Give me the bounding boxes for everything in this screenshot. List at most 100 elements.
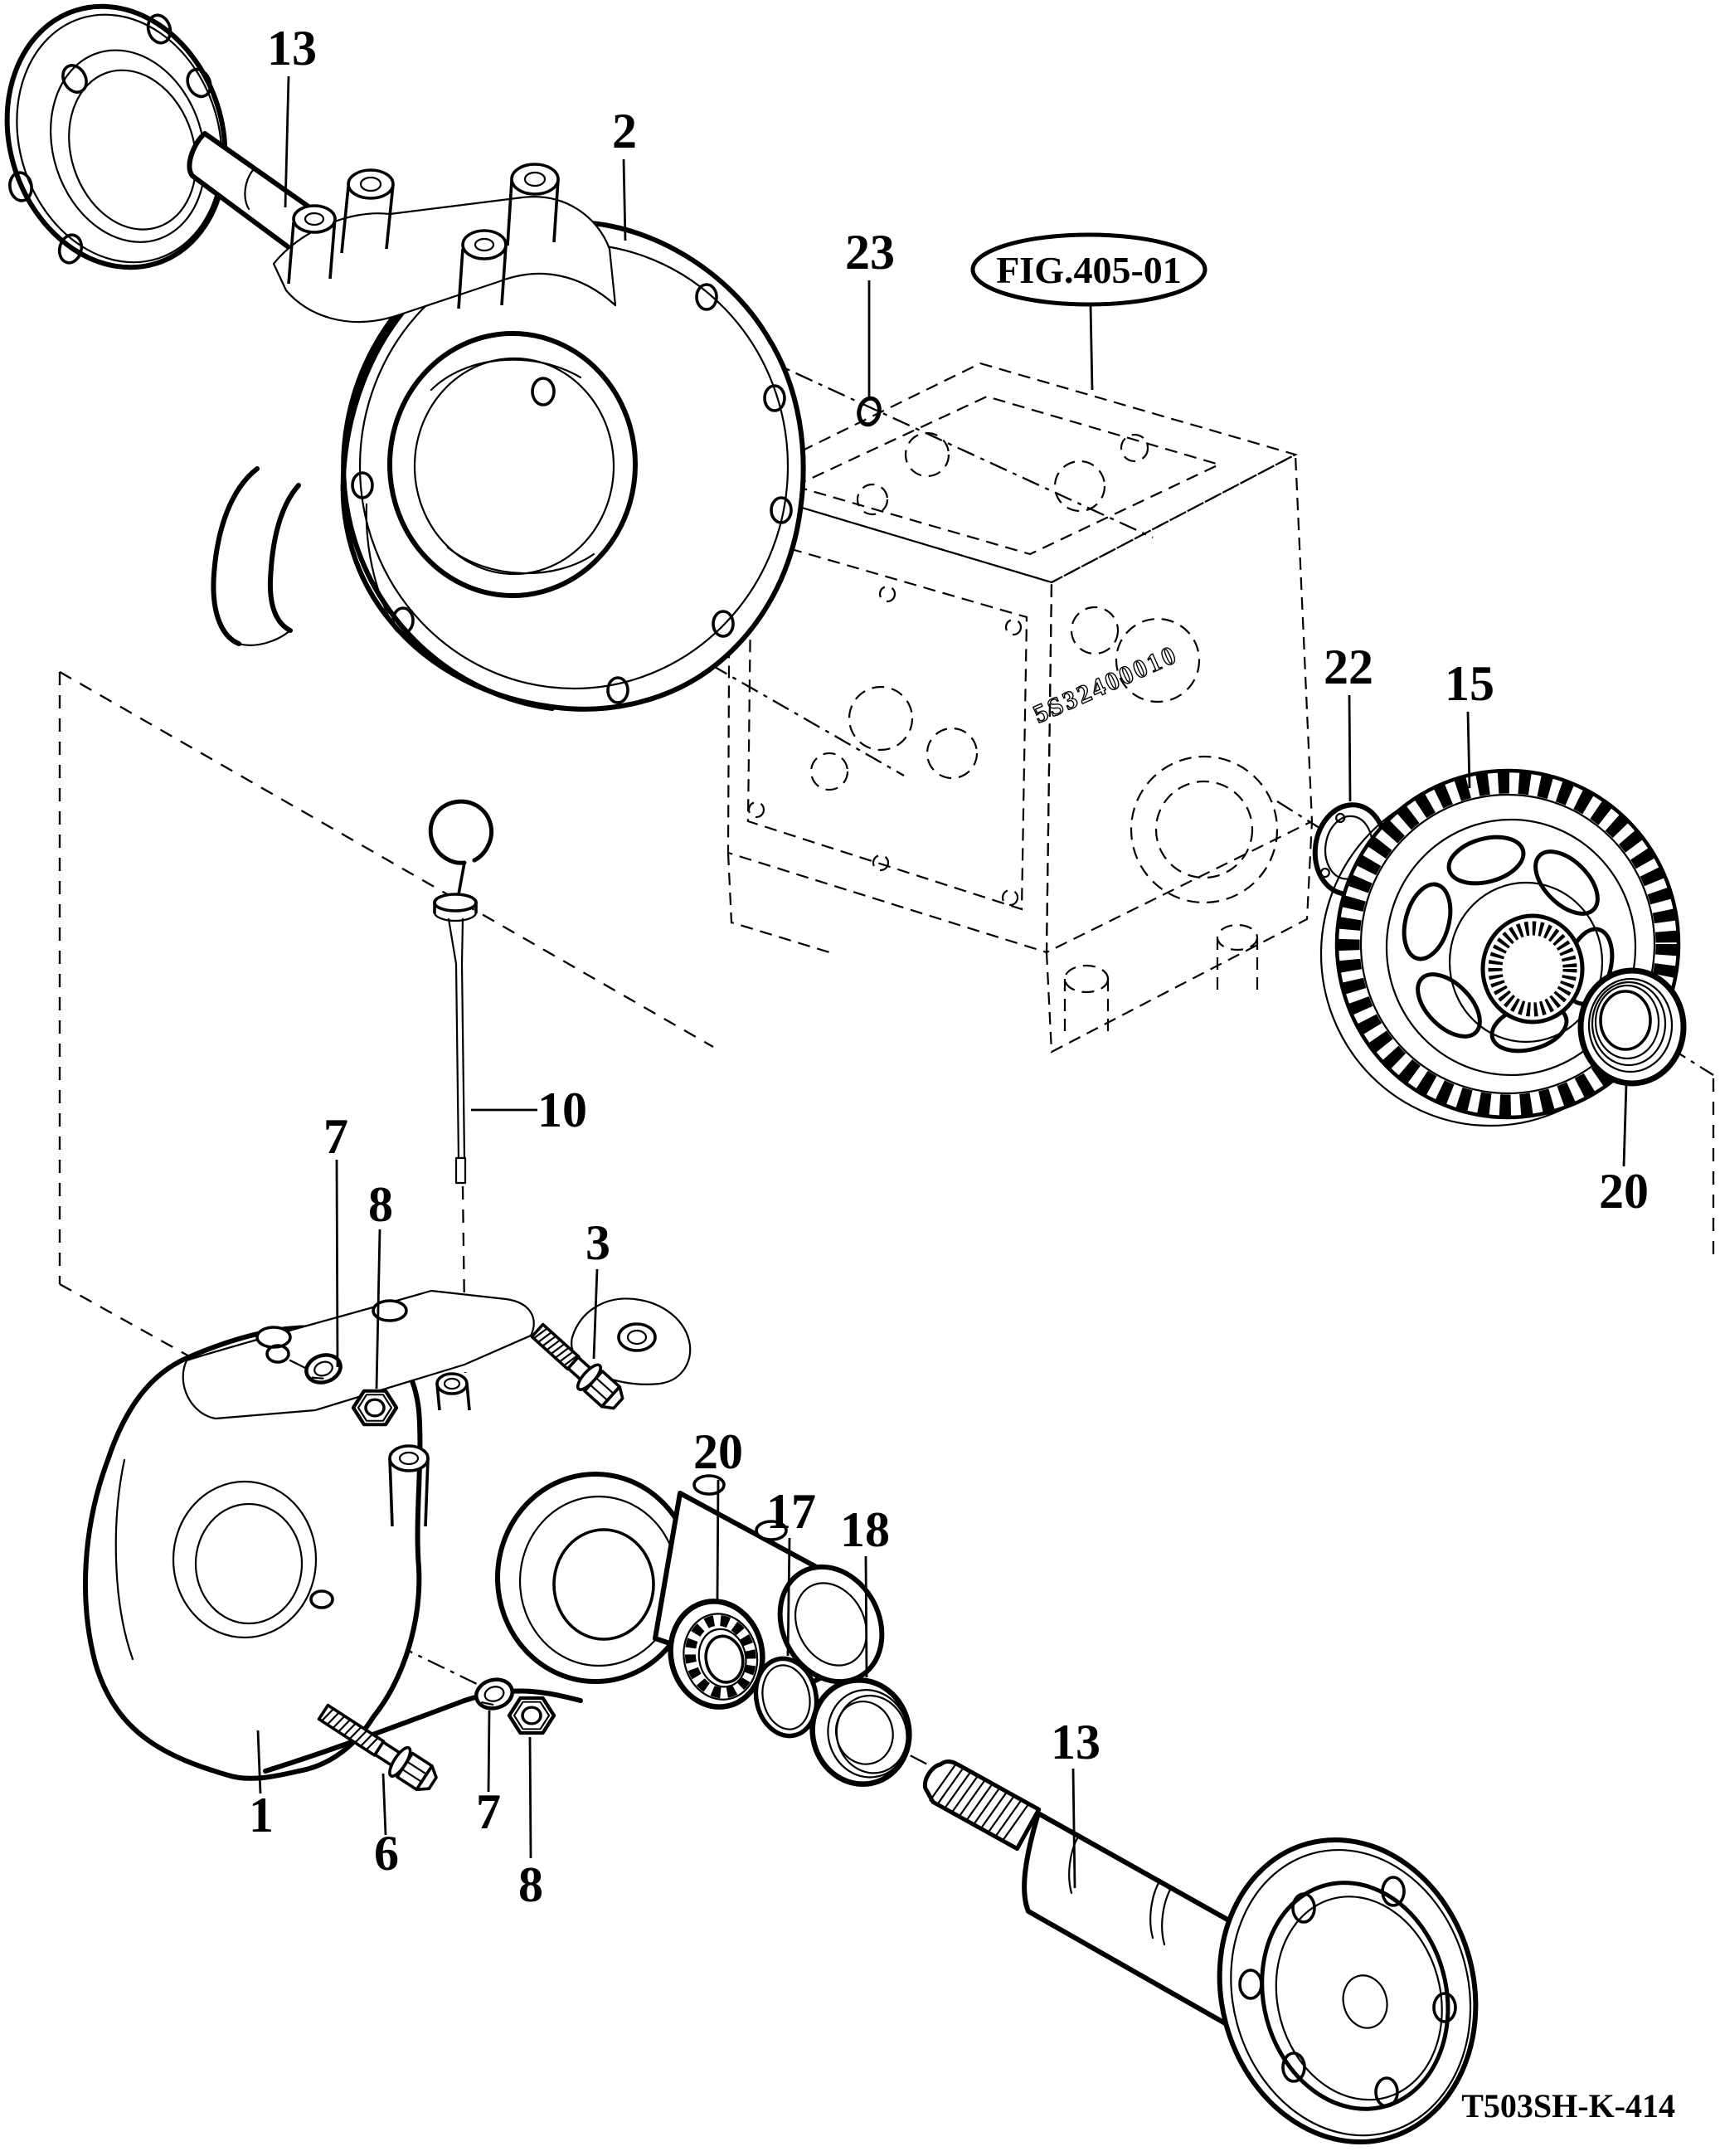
flange-bolt-hole <box>1381 1876 1406 1907</box>
block-lower-left-edge <box>726 852 830 954</box>
case-tube-boss <box>755 1520 788 1541</box>
bearing-gear-drawing <box>1577 967 1687 1087</box>
part-label-case-cover: 2 <box>612 104 637 158</box>
cover-bolt-hole <box>351 471 374 499</box>
gear-teeth <box>1337 771 1679 1117</box>
cover-left-arm-end <box>237 629 292 646</box>
case-bottom-edge <box>263 1688 583 1774</box>
block-rear-bore <box>1115 617 1201 703</box>
cover-depth-edge <box>341 286 555 711</box>
bolt-threads <box>320 1707 379 1751</box>
dipstick-boss <box>435 1372 471 1411</box>
part-labels: 13 2 23 22 15 20 10 7 8 3 20 17 18 1 6 7… <box>249 21 1649 1912</box>
block-front-opening <box>926 727 979 780</box>
cover-boss <box>457 229 508 309</box>
block-top-face <box>726 362 1298 584</box>
bolt-long-drawing <box>317 1703 438 1792</box>
cover-bolt-hole <box>695 283 718 311</box>
block-top-bore <box>1053 460 1106 513</box>
flange-bolt-hole <box>1238 1969 1263 2000</box>
cover-boss <box>287 204 337 285</box>
cover-bolt-hole <box>770 496 793 524</box>
leader-line <box>335 1159 339 1368</box>
leader-line <box>256 1730 262 1794</box>
cover-left-arm <box>211 466 301 646</box>
leader-line <box>1348 694 1352 802</box>
projection-line-left-upper <box>59 671 714 1048</box>
block-top-gasket <box>791 395 1222 556</box>
block-bolt-hole <box>872 854 890 872</box>
block-rear-boss <box>1070 606 1120 655</box>
block-top-bore <box>1120 433 1149 463</box>
case-arm-boss <box>255 1326 292 1349</box>
dipstick-cap-bottom <box>433 911 478 922</box>
flange-bolt-hole <box>8 171 33 202</box>
nut-lower-drawing <box>507 1696 556 1735</box>
bolt-threads <box>532 1327 579 1367</box>
leader-line <box>622 158 627 241</box>
cover-bolt-hole <box>391 606 415 635</box>
gear-lightening-hole <box>1446 835 1526 886</box>
case-bracket <box>571 1297 692 1385</box>
axle-flange-bottom <box>1217 1837 1479 2145</box>
case-contour <box>114 1458 134 1661</box>
cover-center-bore-inner <box>413 357 615 576</box>
assembly-axis-cover-lower <box>679 646 905 776</box>
leader-line <box>592 1268 599 1360</box>
block-bell-bore-inner <box>1154 780 1254 879</box>
cover-small-hole <box>531 377 556 406</box>
case-cover-drawing <box>211 163 806 712</box>
part-label-bearing-axle: 20 <box>693 1424 743 1479</box>
case-bore-outer <box>172 1480 318 1639</box>
leader-line <box>284 75 290 208</box>
washer-lower-drawing <box>474 1677 514 1711</box>
block-bolt-hole <box>747 801 765 819</box>
flange-bolt-hole <box>1291 1892 1316 1924</box>
axle-case-drawing <box>83 1289 885 1781</box>
gear-hub <box>1448 881 1604 1044</box>
projection-line-left-lower <box>59 1282 250 1391</box>
axle-shaft-bottom-drawing <box>922 1759 1479 2145</box>
case-tube-end-bore <box>794 1582 868 1667</box>
bolt-short-drawing <box>530 1322 624 1410</box>
gear-web <box>1385 818 1637 1077</box>
flange-bolt-hole <box>146 13 172 45</box>
flange-bolt-hole <box>1374 2076 1399 2108</box>
case-arm-boss <box>372 1299 408 1322</box>
block-foot-boss <box>1063 964 1110 994</box>
block-casting-number: 5S32400010 <box>1029 639 1183 728</box>
cover-boss <box>506 163 560 246</box>
part-label-o-ring-axle: 17 <box>766 1484 816 1539</box>
block-front-gasket <box>746 536 1028 911</box>
axle-flange-top <box>4 3 228 270</box>
block-top-bore <box>856 483 889 516</box>
cover-boss <box>340 168 395 254</box>
block-front-opening <box>848 685 914 752</box>
leader-line <box>381 1773 387 1836</box>
dipstick-rod <box>447 917 466 1161</box>
leader-line <box>528 1736 532 1859</box>
flange-bolt-hole <box>57 233 84 265</box>
part-label-axle-shaft-bottom: 13 <box>1051 1715 1101 1769</box>
part-label-o-ring-small: 23 <box>845 225 895 280</box>
dipstick-cap-side <box>433 901 478 914</box>
part-label-axle-shaft-top: 13 <box>267 21 317 75</box>
block-top-bore <box>904 431 950 478</box>
cover-bolt-hole <box>606 676 629 704</box>
bearing-axle-drawing <box>668 1599 765 1710</box>
flange-bolt-hole <box>1281 2051 1306 2083</box>
gear-lightening-hole <box>1402 882 1453 961</box>
leader-lines <box>256 75 1628 1889</box>
part-label-bearing-gear: 20 <box>1599 1164 1649 1219</box>
o-ring-small-drawing <box>857 396 882 427</box>
dipstick-cap-top <box>433 893 478 913</box>
case-bore-inner <box>194 1502 304 1625</box>
leader-line <box>1622 1083 1628 1167</box>
washer-upper-drawing <box>304 1353 343 1385</box>
block-bolt-hole <box>1004 618 1023 636</box>
block-front-opening <box>809 752 849 791</box>
drawing-code: T503SH-K-414 <box>1461 2087 1675 2124</box>
block-bolt-hole <box>1001 888 1019 907</box>
leader-line <box>786 1537 791 1657</box>
